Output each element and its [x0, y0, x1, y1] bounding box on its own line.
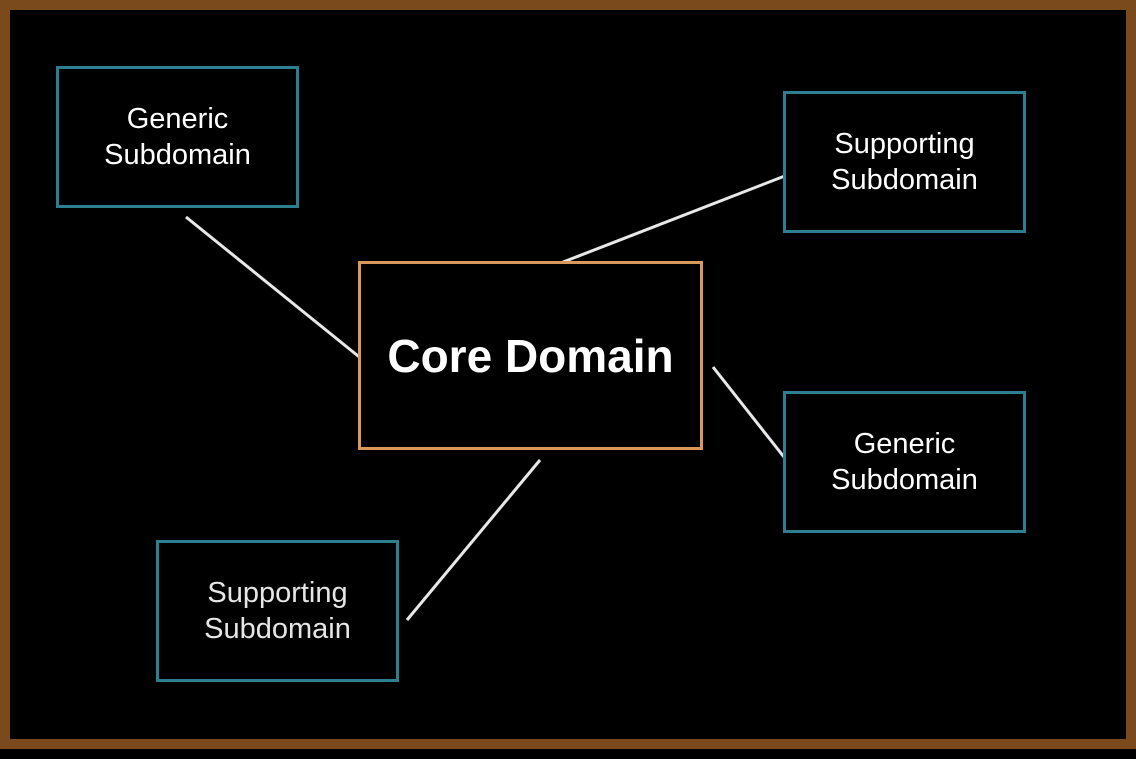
node-label-line1: Generic — [853, 428, 956, 460]
supporting-subdomain-node-bottom-left: Supporting Subdomain — [156, 540, 399, 682]
node-label-line2: Subdomain — [104, 139, 251, 171]
generic-subdomain-node-top-left: Generic Subdomain — [56, 66, 299, 208]
core-domain-label: Core Domain — [387, 329, 674, 382]
node-label-line2: Subdomain — [831, 464, 978, 496]
node-label-line2: Subdomain — [204, 613, 351, 645]
node-label-line1: Supporting — [207, 577, 348, 609]
connector-layer — [185, 170, 797, 621]
node-label-line2: Subdomain — [831, 164, 978, 196]
connector-core-supporting-bl — [405, 459, 542, 621]
node-label: Generic Subdomain — [831, 426, 978, 498]
node-label: Generic Subdomain — [104, 101, 251, 173]
connector-core-generic-tl — [185, 215, 369, 366]
connector-core-supporting-tr — [539, 170, 796, 273]
node-label: Supporting Subdomain — [204, 575, 351, 647]
node-label: Supporting Subdomain — [831, 126, 978, 198]
node-label-line1: Generic — [126, 103, 229, 135]
node-label-line1: Supporting — [834, 128, 975, 160]
supporting-subdomain-node-top-right: Supporting Subdomain — [783, 91, 1026, 233]
core-domain-node: Core Domain — [358, 261, 703, 450]
connector-core-generic-r — [711, 366, 797, 472]
generic-subdomain-node-right: Generic Subdomain — [783, 391, 1026, 533]
